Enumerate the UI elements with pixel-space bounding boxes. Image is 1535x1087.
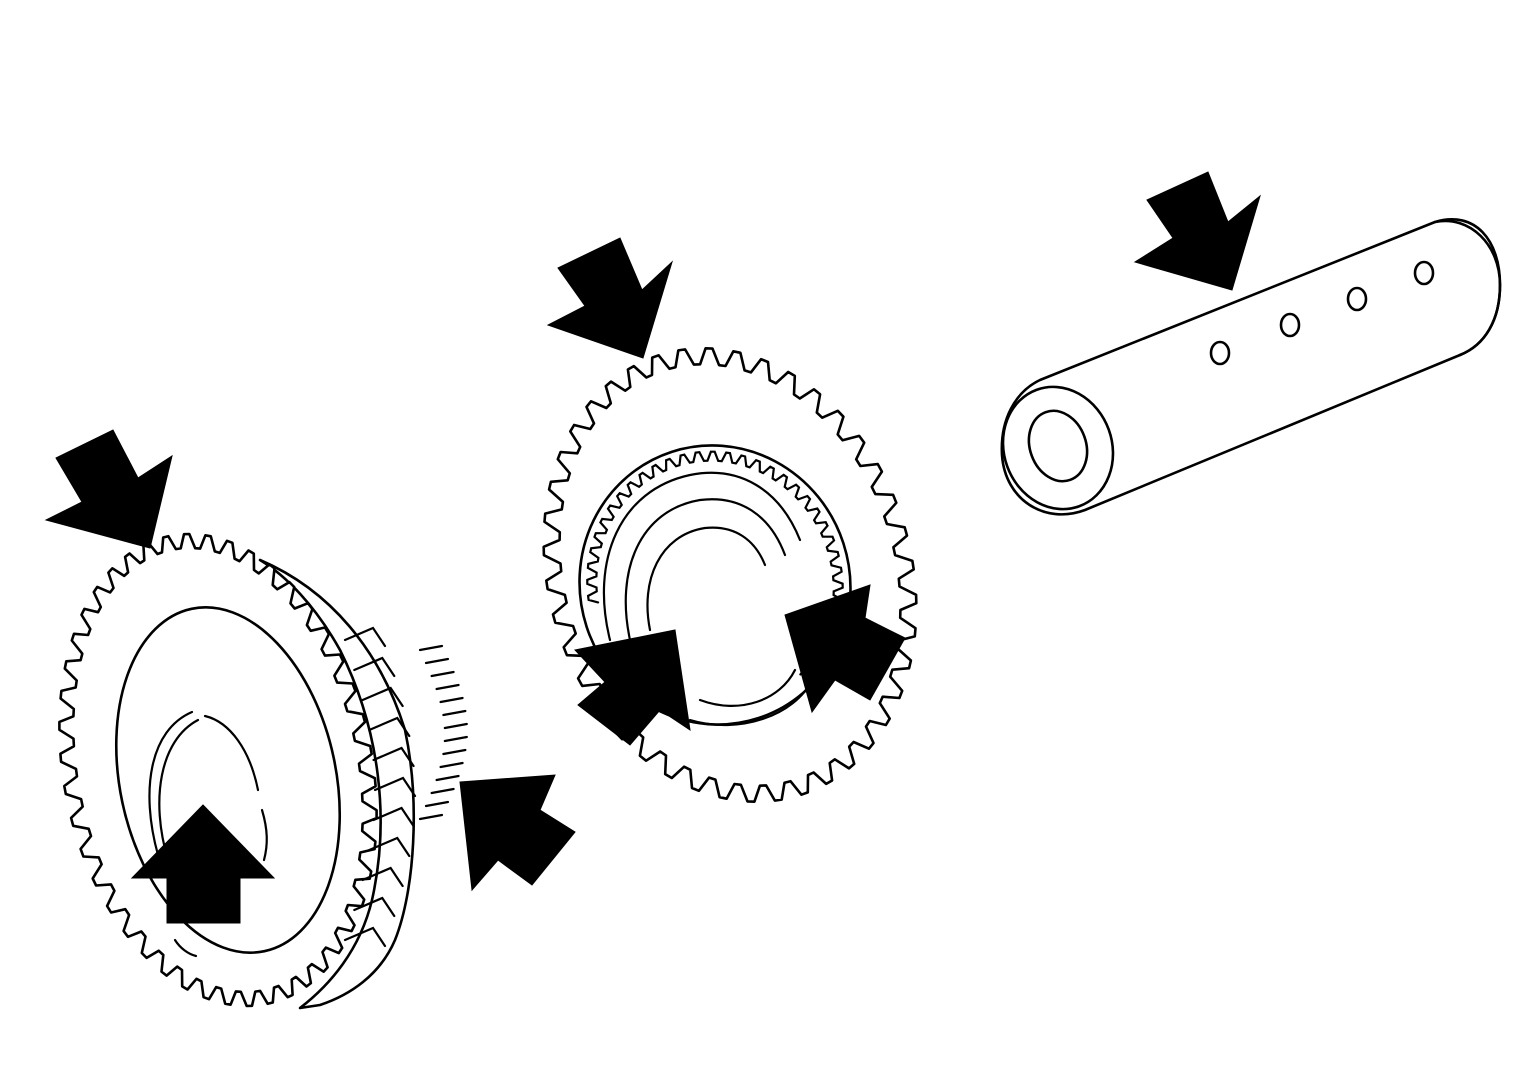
medium-gear-hub-arc-3 — [646, 526, 767, 632]
spline-tooth — [435, 683, 460, 691]
arrow-medium-gear-inner-teeth — [784, 584, 906, 714]
shaft-body — [1000, 218, 1502, 516]
helical-tooth — [343, 626, 387, 648]
medium-gear-hub-arc-4 — [698, 668, 797, 707]
large-gear-helical-teeth — [343, 626, 417, 948]
spline-tooth — [430, 670, 455, 678]
spline-tooth — [442, 748, 467, 756]
helical-tooth — [372, 746, 415, 768]
helical-tooth — [373, 776, 417, 798]
arrow-large-gear-bore — [130, 804, 276, 924]
large-gear-hub-arc-4 — [260, 808, 268, 862]
large-gear-hub-arc-1 — [158, 718, 200, 862]
countershaft — [1000, 218, 1502, 516]
spline-tooth — [435, 774, 460, 782]
medium-gear-hub-arc-5 — [688, 678, 814, 727]
helical-tooth — [353, 656, 396, 678]
large-gear-hub-arc-2 — [148, 710, 194, 857]
spline-tooth — [418, 813, 444, 821]
helical-tooth — [368, 716, 411, 738]
helical-tooth — [343, 926, 387, 948]
helical-tooth — [361, 866, 404, 888]
large-gear-hub-arc-5 — [173, 938, 198, 958]
medium-gear-inner-ring — [578, 444, 852, 726]
spline-tooth — [439, 696, 464, 704]
arrow-large-gear-top — [44, 429, 173, 549]
shaft-oil-hole-2 — [1279, 312, 1301, 338]
large-gear-hub-arc-3 — [203, 714, 260, 792]
helical-tooth — [361, 686, 404, 708]
spline-tooth — [443, 735, 468, 743]
large-gear-spline — [418, 644, 468, 821]
spline-tooth — [443, 722, 468, 730]
arrow-countershaft — [1133, 171, 1261, 291]
shaft-right-end — [1433, 219, 1502, 357]
helical-tooth — [353, 896, 396, 918]
shaft-oil-hole-3 — [1346, 286, 1368, 312]
arrow-medium-gear-top — [546, 237, 674, 359]
helical-tooth — [368, 836, 411, 858]
arrow-medium-gear-bore — [574, 629, 691, 746]
medium-gear — [542, 347, 918, 803]
medium-gear-hub-arc-1 — [602, 471, 802, 642]
arrow-large-gear-spline — [459, 774, 576, 892]
shaft-bore — [1027, 409, 1089, 483]
large-gear-back-teeth — [258, 558, 416, 1010]
spline-tooth — [439, 761, 464, 769]
spline-tooth — [418, 644, 444, 652]
helical-tooth — [372, 806, 415, 828]
shaft-oil-hole-4 — [1413, 260, 1435, 286]
large-gear-face — [114, 606, 342, 954]
medium-gear-hub-arc-2 — [624, 498, 787, 642]
spline-tooth — [424, 800, 450, 808]
spline-tooth — [442, 709, 467, 717]
spline-tooth — [430, 787, 455, 795]
spline-tooth — [424, 657, 450, 665]
shaft-left-end — [1001, 385, 1115, 511]
large-helical-gear — [58, 532, 468, 1010]
medium-gear-rim — [542, 347, 918, 803]
shaft-oil-hole-1 — [1209, 340, 1231, 366]
